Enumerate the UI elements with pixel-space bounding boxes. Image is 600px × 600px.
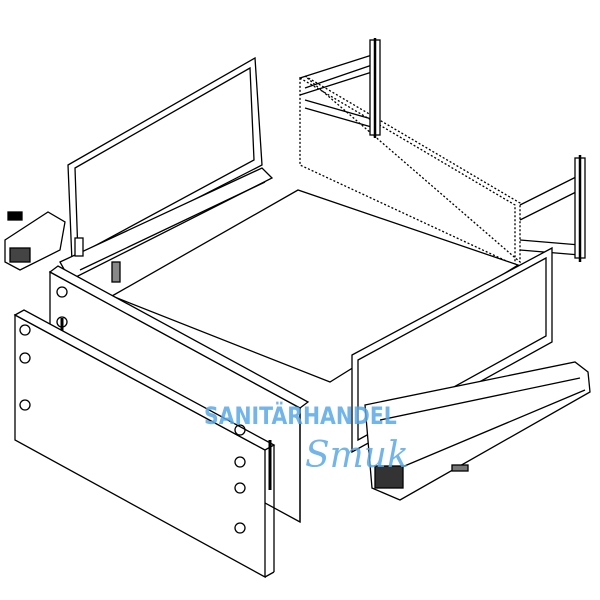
bottom-panel	[110, 189, 520, 383]
right-runner	[364, 361, 591, 501]
left-runner-clip	[4, 211, 66, 271]
watermark-signature: Smuk	[305, 435, 409, 476]
outer-front-panel	[13, 309, 276, 579]
rear-rail-left	[299, 38, 381, 138]
rear-rail-right	[519, 155, 586, 262]
watermark-text: SANITÄRHANDEL	[204, 402, 397, 430]
left-side-panel	[59, 56, 274, 283]
